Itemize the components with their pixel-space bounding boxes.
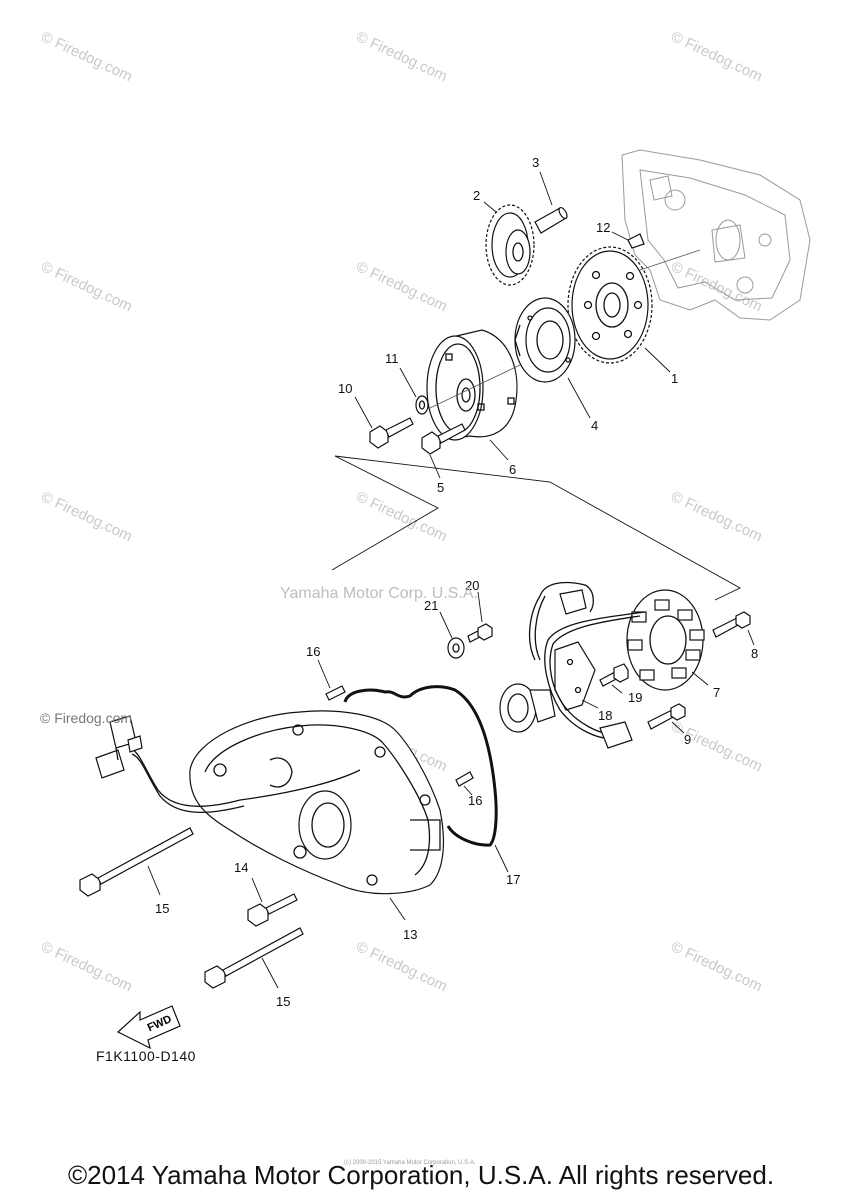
callout-17: 17 [506,872,520,887]
starter-idle-gear-2 [483,201,535,286]
callout-12: 12 [596,220,610,235]
watermark: © Firedog.com [353,28,450,85]
screw-19 [599,663,629,694]
bolt-10 [354,396,414,449]
woodruff-key-12 [611,231,645,249]
watermark: © Firedog.com [668,488,765,545]
watermark: © Firedog.com [668,28,765,85]
side-watermark: © Firedog.com [40,710,133,726]
crankcase-cover-13 [189,710,444,921]
callout-2: 2 [473,188,480,203]
starter-clutch-4 [514,297,591,419]
lead-wire-connectors [95,715,361,813]
dowel-pin-16a [317,659,346,701]
washer-21 [439,611,465,659]
gasket-17 [343,685,509,873]
bolt-20 [467,591,493,643]
callout-9: 9 [684,732,691,747]
callout-10: 10 [338,381,352,396]
callout-19: 19 [628,690,642,705]
tiny-credit: (c) 2000-2015 Yamaha Motor Corporation, … [344,1160,476,1166]
flywheel-rotor-6 [426,329,521,461]
callout-15a: 15 [155,901,169,916]
fwd-arrow-icon: FWD [116,1005,181,1050]
wire-harness [528,581,646,749]
long-bolt-15a [79,827,194,897]
stator-coil-7 [626,589,709,691]
washer-11 [399,367,429,415]
copyright-notice: ©2014 Yamaha Motor Corporation, U.S.A. A… [67,1160,775,1190]
screw-5 [421,423,466,479]
callout-11: 11 [385,351,399,366]
crankcase-outline [621,149,811,321]
corp-watermark: Yamaha Motor Corp. U.S.A. [280,585,478,602]
callout-13: 13 [403,927,417,942]
diagram-code: F1K1100-D140 [96,1048,196,1064]
callout-7: 7 [713,685,720,700]
callout-1: 1 [671,371,678,386]
callout-21: 21 [424,598,438,613]
starter-wheel-gear-1 [567,246,701,373]
assembly-bracket [331,455,741,601]
watermark: © Firedog.com [38,488,135,545]
watermark: © Firedog.com [668,718,765,775]
bolt-9 [647,703,686,734]
watermark: © Firedog.com [353,938,450,995]
callout-3: 3 [532,155,539,170]
callout-18: 18 [598,708,612,723]
watermark: © Firedog.com [668,938,765,995]
bolt-14 [247,877,298,927]
callout-15b: 15 [276,994,290,1009]
watermark: © Firedog.com [38,258,135,315]
callout-numbers: 3 2 12 1 4 11 10 6 5 20 21 16 8 19 7 18 … [155,155,758,1009]
dowel-pin-16b [455,771,474,796]
callout-6: 6 [509,462,516,477]
watermark: © Firedog.com [38,28,135,85]
dowel-pin-3 [534,171,568,234]
callout-8: 8 [751,646,758,661]
callout-16a: 16 [306,644,320,659]
callout-5: 5 [437,480,444,495]
watermark: © Firedog.com [353,258,450,315]
long-bolt-15b [204,927,304,989]
callout-20: 20 [465,578,479,593]
callout-4: 4 [591,418,598,433]
callout-14: 14 [234,860,248,875]
oil-seal [499,683,556,733]
watermark: © Firedog.com [38,938,135,995]
pickup-coil-18 [554,641,599,711]
bolt-8 [712,611,755,646]
watermark: © Firedog.com [353,488,450,545]
callout-16b: 16 [468,793,482,808]
